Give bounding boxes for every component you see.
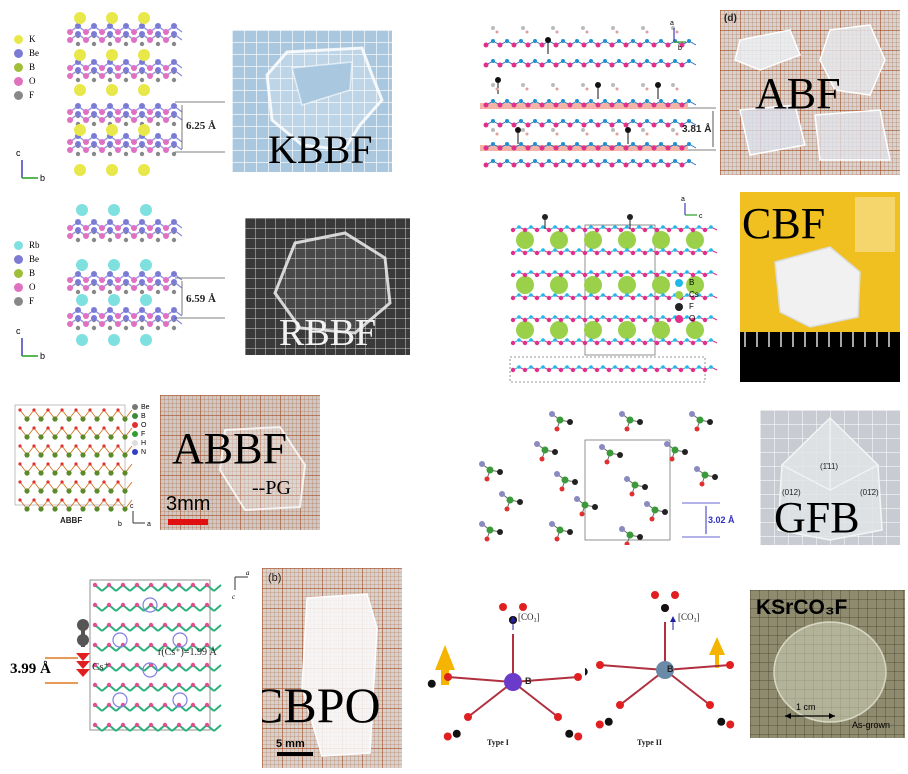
rbbf-crystal-photo: RBBF	[245, 218, 410, 355]
kbbf-lattice: c b	[16, 12, 225, 182]
abf-crystal-photo: (d) ABF	[720, 10, 900, 175]
kbbf-name-label: KBBF	[268, 127, 373, 172]
type1-co3-label: [CO₃]	[518, 612, 540, 622]
cbpo-lattice: a c	[45, 569, 250, 732]
abf-name-label: ABF	[755, 69, 841, 118]
f-atom-icon	[14, 91, 23, 101]
ksr-name-label: KSrCO₃F	[756, 596, 848, 619]
ksr-state-label: As-grown	[852, 720, 891, 730]
gfb-structure-panel: 3.02 Å	[470, 405, 745, 545]
k-atom-icon	[14, 35, 23, 45]
cbpo-crystal-photo: (b) CBPO 5 mm	[262, 568, 402, 768]
abbf-legend: Be B O F H N	[132, 403, 150, 457]
cbf-structure-panel: a c B Cs F O	[505, 195, 730, 385]
kbbf-spacing-label: 6.25 Å	[186, 120, 216, 132]
type1-structure-panel: [CO₃] B Type I	[425, 590, 585, 765]
svg-text:a: a	[246, 569, 250, 577]
abbf-name-label: ABBF	[172, 424, 287, 473]
be-atom-icon	[14, 49, 23, 59]
abf-structure-panel: a b 3.81 Å	[478, 10, 718, 182]
ksr-scale-label: 1 cm	[796, 702, 816, 712]
svg-text:c: c	[16, 326, 21, 336]
ksr-crystal-photo: KSrCO₃F 1 cm As-grown	[750, 590, 905, 738]
o-atom-icon	[132, 422, 138, 429]
kbbf-legend: K Be B O F	[14, 32, 39, 102]
cs-atom-icon	[675, 290, 683, 299]
svg-text:a: a	[147, 521, 151, 528]
cbpo-name-label: CBPO	[262, 677, 381, 733]
svg-text:c: c	[699, 213, 703, 220]
rbbf-spacing-label: 6.59 Å	[186, 293, 216, 305]
rbbf-lattice: c b	[16, 204, 225, 361]
cbpo-scale-label: 5 mm	[276, 738, 305, 750]
abf-panel-tag: (d)	[724, 13, 737, 24]
abbf-pg-label: --PG	[252, 477, 291, 499]
svg-text:b: b	[678, 45, 682, 52]
type2-co3-label: [CO₃]	[678, 612, 700, 622]
abbf-structure-panel: c a b Be B O F H N ABBF	[10, 395, 160, 530]
gfb-face-top-label: (1̄11)	[820, 462, 839, 471]
b-atom-icon	[132, 413, 138, 420]
be-atom-icon	[14, 255, 23, 265]
abf-spacing-label: 3.81 Å	[682, 124, 712, 135]
type1-b-label: B	[525, 676, 532, 686]
svg-text:c: c	[130, 503, 134, 510]
cbpo-panel-tag: (b)	[268, 572, 282, 584]
svg-text:c: c	[232, 593, 236, 601]
n-atom-icon	[132, 449, 138, 456]
f-atom-icon	[132, 431, 138, 438]
cbpo-cs-label: Cs⁺	[92, 661, 110, 673]
rb-atom-icon	[14, 241, 23, 251]
type2-label: Type II	[637, 738, 662, 747]
abbf-scale-label: 3mm	[166, 493, 211, 515]
o-atom-icon	[14, 77, 23, 87]
gfb-spacing-label: 3.02 Å	[708, 515, 735, 525]
svg-text:b: b	[118, 521, 122, 528]
cbpo-spacing-label: 3.99 Å	[10, 661, 51, 677]
abbf-lattice: c a b	[14, 404, 151, 528]
gfb-face-right-label: (01̄2)	[860, 488, 879, 497]
type2-structure-panel: [CO₃] B Type II	[585, 590, 740, 765]
be-atom-icon	[132, 404, 138, 411]
type2-molecule	[585, 591, 735, 729]
f-atom-icon	[14, 297, 23, 307]
svg-text:c: c	[16, 148, 21, 158]
o-atom-icon	[14, 283, 23, 293]
type1-label: Type I	[487, 738, 509, 747]
b-atom-icon	[14, 63, 23, 73]
gfb-face-left-label: (012)	[782, 488, 801, 497]
type2-b-label: B	[667, 664, 674, 674]
cbpo-radius-label: r(Cs⁺)=1.99 Å	[158, 647, 217, 658]
b-atom-icon	[14, 269, 23, 279]
gfb-crystal-photo: (1̄11) (012) (01̄2) GFB	[760, 410, 900, 545]
h-atom-icon	[132, 440, 138, 447]
svg-text:a: a	[670, 20, 674, 27]
b-atom-icon	[675, 278, 683, 287]
cbf-crystal-photo: CBF	[740, 192, 900, 382]
rbbf-name-label: RBBF	[279, 312, 377, 354]
abf-lattice: a b	[480, 20, 716, 168]
o-atom-icon	[675, 314, 683, 323]
abbf-caption: ABBF	[60, 516, 83, 525]
cbf-name-label: CBF	[742, 199, 826, 248]
kbbf-crystal-photo: KBBF	[232, 30, 392, 172]
cbf-lattice: a c	[509, 196, 718, 383]
rbbf-structure-panel: Rb Be B O F c b 6.59 Å	[10, 200, 225, 365]
svg-text:a: a	[681, 196, 685, 203]
type1-molecule	[427, 603, 583, 741]
kbbf-structure-panel: K Be B O F c b 6.25 Å	[10, 10, 225, 182]
cbf-legend: B Cs F O	[675, 277, 699, 325]
gfb-lattice	[479, 411, 720, 545]
abbf-crystal-photo: ABBF 3mm --PG	[160, 395, 320, 530]
svg-text:b: b	[40, 173, 45, 182]
rbbf-legend: Rb Be B O F	[14, 238, 40, 308]
cbpo-structure-panel: a c 3.99 Å Cs⁺ r(Cs⁺)=1.99 Å	[10, 565, 250, 765]
gfb-name-label: GFB	[774, 493, 860, 542]
svg-text:b: b	[40, 351, 45, 361]
f-atom-icon	[675, 302, 683, 311]
